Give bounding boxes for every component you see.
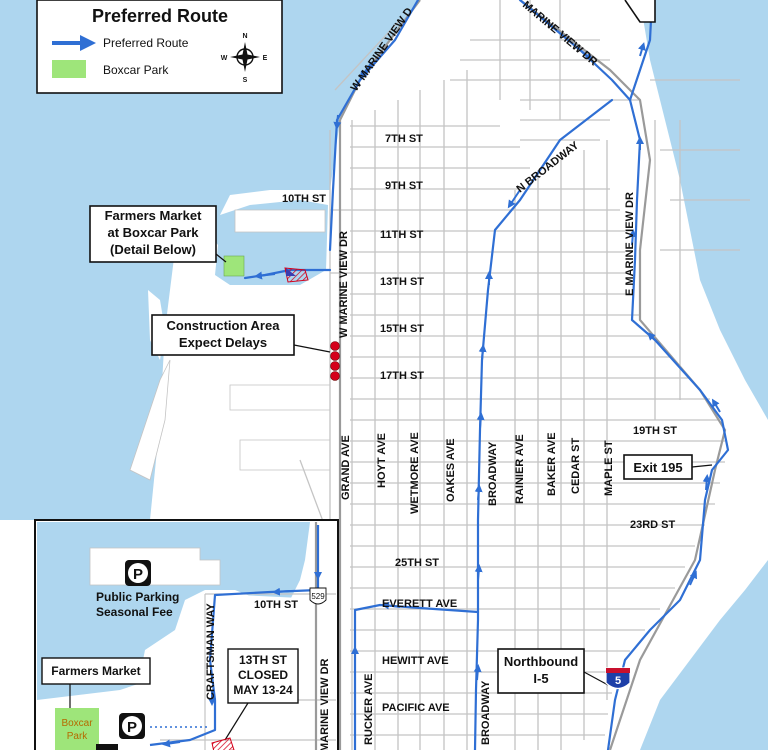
inset-route [149, 525, 320, 747]
callout-exit-text: Exit 195 [633, 460, 682, 475]
street-labels: W MARINE VIEW D MARINE VIEW DR 7TH ST 9T… [282, 0, 677, 745]
route-529-number: 529 [311, 592, 325, 601]
snohomish-river-se [640, 560, 768, 750]
inset-label-marine-view: MARINE VIEW DR [319, 658, 331, 750]
route-e-marine-view [606, 98, 730, 750]
label-rucker-ave: RUCKER AVE [363, 673, 375, 745]
interstate-shield: 5 [605, 667, 631, 690]
pier-1 [229, 384, 331, 411]
label-15th-st: 15TH ST [380, 323, 424, 335]
inset-closed-line2: CLOSED [238, 668, 288, 682]
callout-northbound-i5: Northbound I-5 [497, 648, 609, 694]
callout-farmers-market: Farmers Market at Boxcar Park (Detail Be… [89, 205, 227, 263]
label-broadway-lower: BROADWAY [480, 680, 492, 745]
label-grand-ave: GRAND AVE [340, 435, 352, 500]
label-17th-st: 17TH ST [380, 370, 424, 382]
route-ne-marine-view [518, 0, 632, 102]
label-wetmore-ave: WETMORE AVE [409, 432, 421, 514]
construction-markers [330, 341, 340, 381]
inset-label-10th: 10TH ST [254, 599, 298, 611]
callout-top-right-edge [624, 0, 656, 23]
label-7th-st: 7TH ST [385, 133, 423, 145]
callout-construction-line2: Expect Delays [179, 335, 267, 350]
callout-construction: Construction Area Expect Delays [151, 314, 331, 356]
label-hewitt-ave: HEWITT AVE [382, 655, 449, 667]
inset-construction-hatch [211, 737, 235, 750]
route-w-marine-view [328, 0, 420, 252]
inset-boxcar-label-2: Park [67, 731, 89, 742]
label-23rd-st: 23RD ST [630, 519, 676, 531]
compass-w: W [221, 55, 228, 62]
callout-northbound-line2: I-5 [533, 671, 548, 686]
interstate-shield-number: 5 [615, 675, 621, 687]
label-10th-st: 10TH ST [282, 193, 326, 205]
route-arrows [254, 42, 721, 681]
inset-boxcar-park: Boxcar Park [55, 708, 99, 750]
callout-farmers-market-line2: at Boxcar Park [107, 225, 199, 240]
callout-exit-195: Exit 195 [623, 454, 713, 480]
label-cedar-st: CEDAR ST [570, 437, 582, 494]
inset-public-parking-line1: Public Parking [96, 590, 179, 604]
label-19th-st: 19TH ST [633, 425, 677, 437]
legend-route-label: Preferred Route [103, 36, 189, 50]
label-e-marine-view-dr: E MARINE VIEW DR [624, 192, 636, 296]
jetty-spit [129, 359, 171, 481]
legend-route-arrow [80, 35, 96, 51]
parking-icon-upper: P [125, 560, 151, 586]
label-oakes-ave: OAKES AVE [445, 438, 457, 502]
legend-title: Preferred Route [92, 6, 228, 26]
label-broadway: BROADWAY [487, 441, 499, 506]
label-w-marine-view-dr: W MARINE VIEW DR [338, 231, 350, 338]
callout-northbound-line1: Northbound [504, 654, 578, 669]
detail-inset: 10TH ST CRAFTSMAN WAY MARINE VIEW DR 529… [34, 519, 339, 750]
boxcar-park-area [223, 255, 245, 277]
label-rainier-ave: RAINIER AVE [514, 434, 526, 504]
label-hoyt-ave: HOYT AVE [376, 433, 388, 488]
blue-triangle-13th [286, 268, 296, 276]
label-baker-ave: BAKER AVE [546, 432, 558, 496]
construction-hatch-13th [284, 267, 309, 283]
port-gardner-bay [0, 0, 420, 520]
legend: Preferred Route Preferred Route Boxcar P… [36, 0, 283, 94]
compass-e: E [263, 55, 268, 62]
inset-public-parking-line2: Seasonal Fee [96, 605, 173, 619]
compass-s: S [243, 77, 248, 84]
legend-park-swatch [52, 60, 86, 78]
parking-icon-lower: P [119, 713, 145, 739]
callout-construction-line1: Construction Area [167, 318, 281, 333]
inset-pier-upper [89, 547, 221, 586]
snohomish-river-ne [640, 0, 768, 420]
label-13th-st: 13TH ST [380, 276, 424, 288]
parking-symbol-upper: P [133, 566, 143, 583]
route-529-shield: 529 [309, 587, 327, 605]
inset-closed-line1: 13TH ST [239, 653, 288, 667]
inset-farmers-market-callout: Farmers Market [41, 657, 151, 710]
inset-13th-closed-callout: 13TH ST CLOSED MAY 13-24 [224, 648, 299, 741]
label-everett-ave: EVERETT AVE [382, 598, 457, 610]
label-25th-st: 25TH ST [395, 557, 439, 569]
label-11th-st: 11TH ST [380, 229, 424, 241]
label-9th-st: 9TH ST [385, 180, 423, 192]
inset-boxcar-label-1: Boxcar [61, 718, 93, 729]
callout-farmers-market-line3: (Detail Below) [110, 242, 196, 257]
compass-n: N [242, 33, 247, 40]
marina-dock-top [234, 209, 326, 233]
inset-closed-line3: MAY 13-24 [233, 683, 293, 697]
parking-symbol-lower: P [127, 719, 137, 736]
pier-2 [239, 439, 331, 471]
inset-label-craftsman: CRAFTSMAN WAY [205, 603, 217, 700]
compass-rose-icon: N S E W [221, 33, 268, 84]
label-n-broadway: N BROADWAY [514, 139, 581, 195]
legend-park-label: Boxcar Park [103, 63, 169, 77]
callout-farmers-market-line1: Farmers Market [105, 208, 202, 223]
label-maple-st: MAPLE ST [603, 440, 615, 496]
inset-farmers-market-text: Farmers Market [51, 664, 140, 678]
label-pacific-ave: PACIFIC AVE [382, 702, 450, 714]
inset-dark-block [96, 744, 118, 750]
